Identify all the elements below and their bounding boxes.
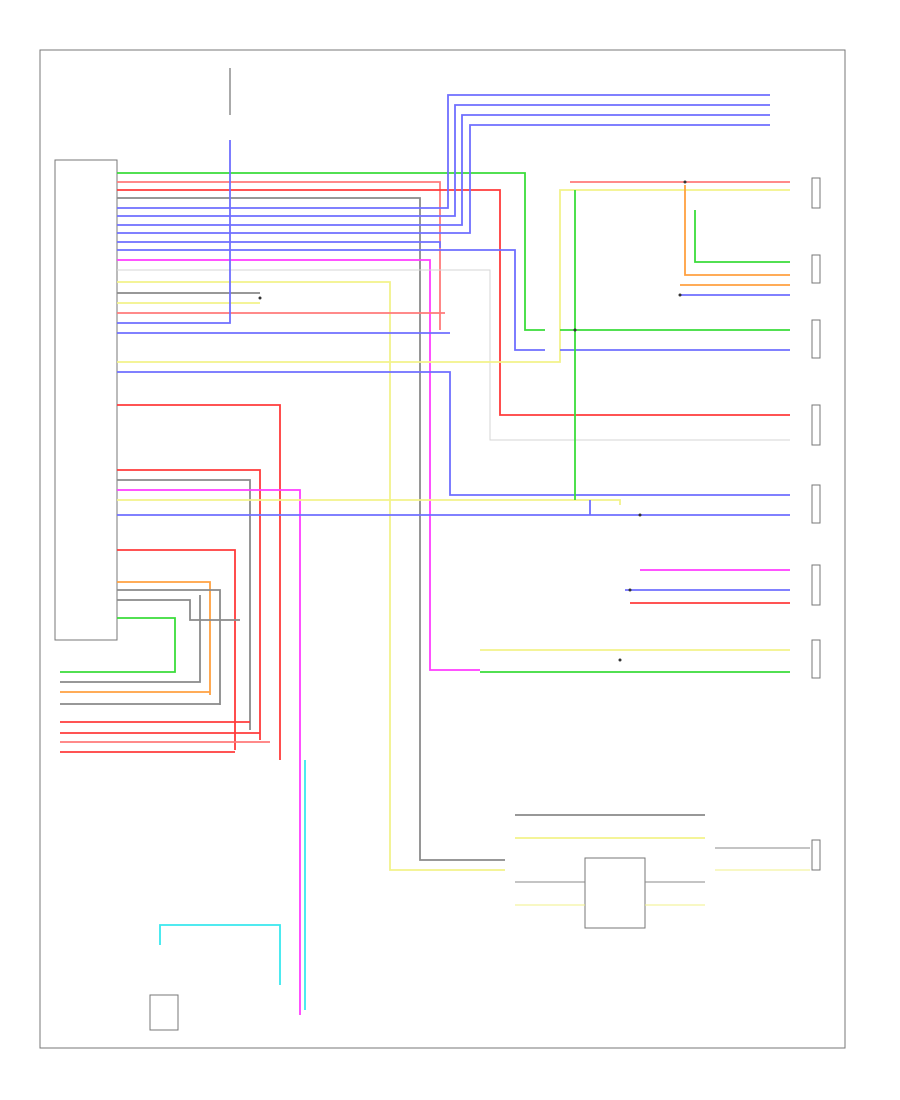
speaker-symbol — [811, 839, 821, 871]
wire-pink-1 — [117, 181, 441, 330]
wire-blue-5 — [117, 241, 441, 248]
wire-white-1 — [117, 269, 790, 441]
wire-cyan — [159, 924, 281, 985]
speaker-symbol — [811, 404, 821, 446]
wire-yellow-1 — [117, 281, 505, 871]
wire-blue-3 — [117, 114, 770, 226]
speaker-symbol — [811, 564, 821, 606]
radio-wires — [60, 94, 790, 1015]
speakers — [811, 177, 821, 871]
antenna-box — [149, 994, 179, 1031]
junction-dots — [258, 180, 687, 662]
wire-blue-9 — [117, 371, 790, 496]
wire-yellow-4 — [117, 499, 621, 505]
speaker-symbol — [811, 254, 821, 284]
speaker-symbol — [811, 177, 821, 209]
speaker-wires — [480, 181, 790, 673]
wire-gray-5 — [117, 599, 240, 621]
wire-blue-2 — [117, 104, 770, 217]
wire-magenta-2 — [117, 489, 301, 1015]
wire-blue-1 — [117, 94, 770, 209]
diagram-frame — [39, 49, 846, 1049]
wire-yellow-3 — [117, 189, 790, 363]
wire-blue-6 — [117, 249, 545, 351]
wire-red-2 — [117, 404, 281, 760]
wire-blue-4 — [117, 124, 770, 234]
wire-gray-4 — [117, 589, 221, 705]
lower-left-connector-wires — [60, 595, 270, 753]
wire-green-top — [117, 172, 545, 331]
wire-gray-1 — [117, 197, 505, 861]
speaker-symbol — [811, 319, 821, 359]
wire-red-3 — [117, 469, 261, 740]
radio-unit-box — [54, 159, 118, 641]
wire-blue-7 — [117, 140, 231, 324]
speaker-symbol — [811, 484, 821, 524]
wire-red-1 — [117, 189, 790, 416]
speaker-symbol — [811, 639, 821, 679]
wire-gray-3 — [117, 479, 251, 730]
wire-orange-1 — [117, 581, 211, 695]
wire-green-2 — [60, 617, 176, 673]
wire-magenta-1 — [117, 259, 480, 671]
wire-red-4 — [117, 549, 236, 750]
amplifier-box — [584, 857, 646, 929]
